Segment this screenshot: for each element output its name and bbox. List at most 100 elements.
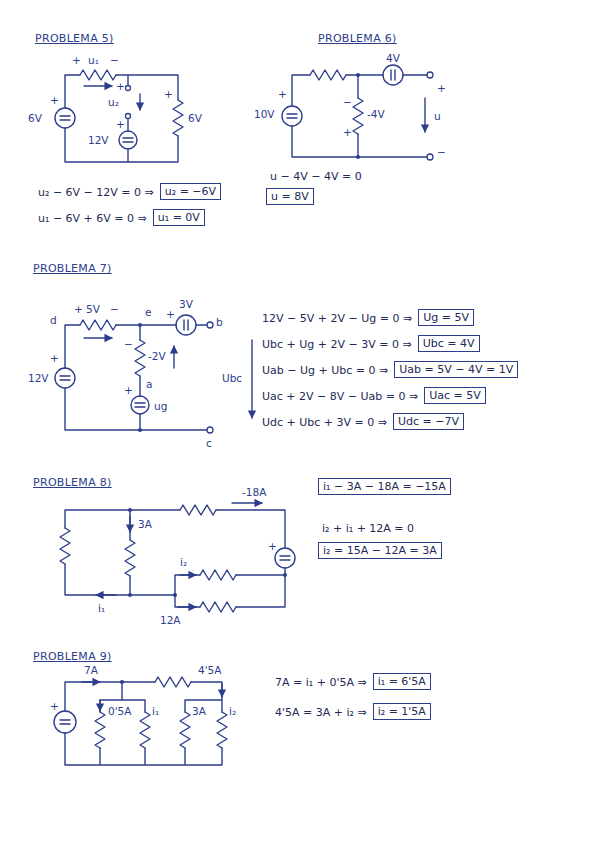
answer-text: u₂ = −6V xyxy=(165,185,216,198)
arrow xyxy=(99,700,100,711)
circuit-label: a xyxy=(146,378,152,391)
answer-text: u = 8V xyxy=(271,190,309,203)
answer-text: i₂ = 15A − 12A = 3A xyxy=(323,544,437,557)
circuit-label: i₁ xyxy=(152,705,159,718)
resistor-symbol xyxy=(217,712,227,748)
answer-text: i₂ = 1'5A xyxy=(378,705,426,718)
answer-box: i₂ = 15A − 12A = 3A xyxy=(318,542,442,559)
resistor-symbol xyxy=(180,712,190,748)
answer-box: i₁ = 6'5A xyxy=(373,673,431,690)
circuit-label: + xyxy=(268,540,277,553)
arrow xyxy=(180,574,196,575)
circuit-label: -18A xyxy=(242,486,266,499)
resistor-symbol xyxy=(125,540,135,576)
circuit-8 xyxy=(60,503,295,612)
junction-dot xyxy=(356,155,360,159)
circuit-label: 3V xyxy=(179,298,193,311)
source-symbol xyxy=(60,376,70,380)
terminal xyxy=(126,114,131,119)
source-symbol xyxy=(60,720,70,724)
equation-text: Udc + Ubc + 3V = 0 ⇒ xyxy=(262,416,387,429)
terminal xyxy=(427,154,433,160)
source-symbol xyxy=(55,108,75,128)
circuit-label: − xyxy=(343,96,352,109)
circuit-label: 6V xyxy=(188,112,202,125)
circuit-label: − xyxy=(110,303,119,316)
source-symbol xyxy=(135,403,145,407)
source-symbol xyxy=(391,70,395,80)
circuit-label: + xyxy=(74,303,83,316)
arrow xyxy=(82,681,100,682)
answer-text: u₁ = 0V xyxy=(158,211,200,224)
circuit-label: − xyxy=(110,54,119,67)
answer-box: Ug = 5V xyxy=(418,309,474,326)
equation-text: 4'5A = 3A + i₂ ⇒ xyxy=(275,706,367,719)
circuit-label: 0'5A xyxy=(108,705,131,718)
answer-box: u = 8V xyxy=(266,188,314,205)
circuit-label: i₂ xyxy=(180,556,187,569)
circuit-label: i₂ xyxy=(229,705,236,718)
circuit-label: 3A xyxy=(192,705,206,718)
arrow xyxy=(84,337,112,338)
resistor-symbol xyxy=(200,570,236,580)
arrow xyxy=(129,516,130,532)
circuit-label: + xyxy=(437,82,446,95)
circuit-label: u₂ xyxy=(108,96,119,109)
resistor-symbol xyxy=(140,712,150,748)
answer-box: Uab = 5V − 4V = 1V xyxy=(394,361,518,378)
terminal xyxy=(427,72,433,78)
wire xyxy=(65,325,207,430)
arrow xyxy=(221,684,222,697)
resistor-symbol xyxy=(155,677,191,687)
junction-dot xyxy=(120,680,124,684)
equation-text: 7A = i₁ + 0'5A ⇒ xyxy=(275,676,367,689)
circuit-label: 4V xyxy=(386,52,400,65)
source-symbol xyxy=(54,711,76,733)
equation-text: u₂ − 6V − 12V = 0 ⇒ xyxy=(38,186,154,199)
resistor-symbol xyxy=(353,98,363,134)
source-symbol xyxy=(287,114,297,118)
circuit-label: Ubc xyxy=(222,372,242,385)
junction-dot xyxy=(128,593,132,597)
circuit-label: + xyxy=(50,352,59,365)
answer-box: Ubc = 4V xyxy=(418,335,480,352)
problem-heading: PROBLEMA 9) xyxy=(33,650,112,663)
circuit-label: + xyxy=(50,94,59,107)
circuit-5 xyxy=(55,70,183,162)
answer-text: Uab = 5V − 4V = 1V xyxy=(399,363,513,376)
arrow xyxy=(139,94,140,110)
equation-text: u₁ − 6V + 6V = 0 ⇒ xyxy=(38,212,147,225)
circuit-label: e xyxy=(145,306,151,319)
circuit-label: 7A xyxy=(84,664,98,677)
problem-heading: PROBLEMA 8) xyxy=(33,476,112,489)
circuit-label: 12V xyxy=(28,372,49,385)
circuit-label: 5V xyxy=(86,303,100,316)
resistor-symbol xyxy=(95,712,105,748)
circuit-6 xyxy=(282,65,433,160)
answer-text: Uac = 5V xyxy=(429,389,481,402)
circuit-label: + xyxy=(166,308,175,321)
terminal xyxy=(207,322,213,328)
answer-box: u₂ = −6V xyxy=(160,183,221,200)
circuit-label: 3A xyxy=(138,518,152,531)
circuit-label: 6V xyxy=(28,112,42,125)
answer-box: Udc = −7V xyxy=(393,413,464,430)
circuit-label: + xyxy=(124,384,133,397)
source-symbol xyxy=(282,106,302,126)
answer-box: i₁ − 3A − 18A = −15A xyxy=(318,478,451,495)
problem-heading: PROBLEMA 5) xyxy=(35,32,114,45)
circuit-label: u xyxy=(434,110,441,123)
circuit-label: − xyxy=(124,338,133,351)
junction-dot xyxy=(283,573,287,577)
wire xyxy=(65,75,178,162)
circuit-label: + xyxy=(343,126,352,139)
wire xyxy=(65,510,285,607)
resistor-symbol xyxy=(173,100,183,136)
source-symbol xyxy=(383,65,403,85)
wire xyxy=(292,75,427,157)
source-symbol xyxy=(131,396,149,414)
circuit-label: 12A xyxy=(160,614,181,627)
terminal xyxy=(207,427,213,433)
circuit-label: 12V xyxy=(88,134,109,147)
